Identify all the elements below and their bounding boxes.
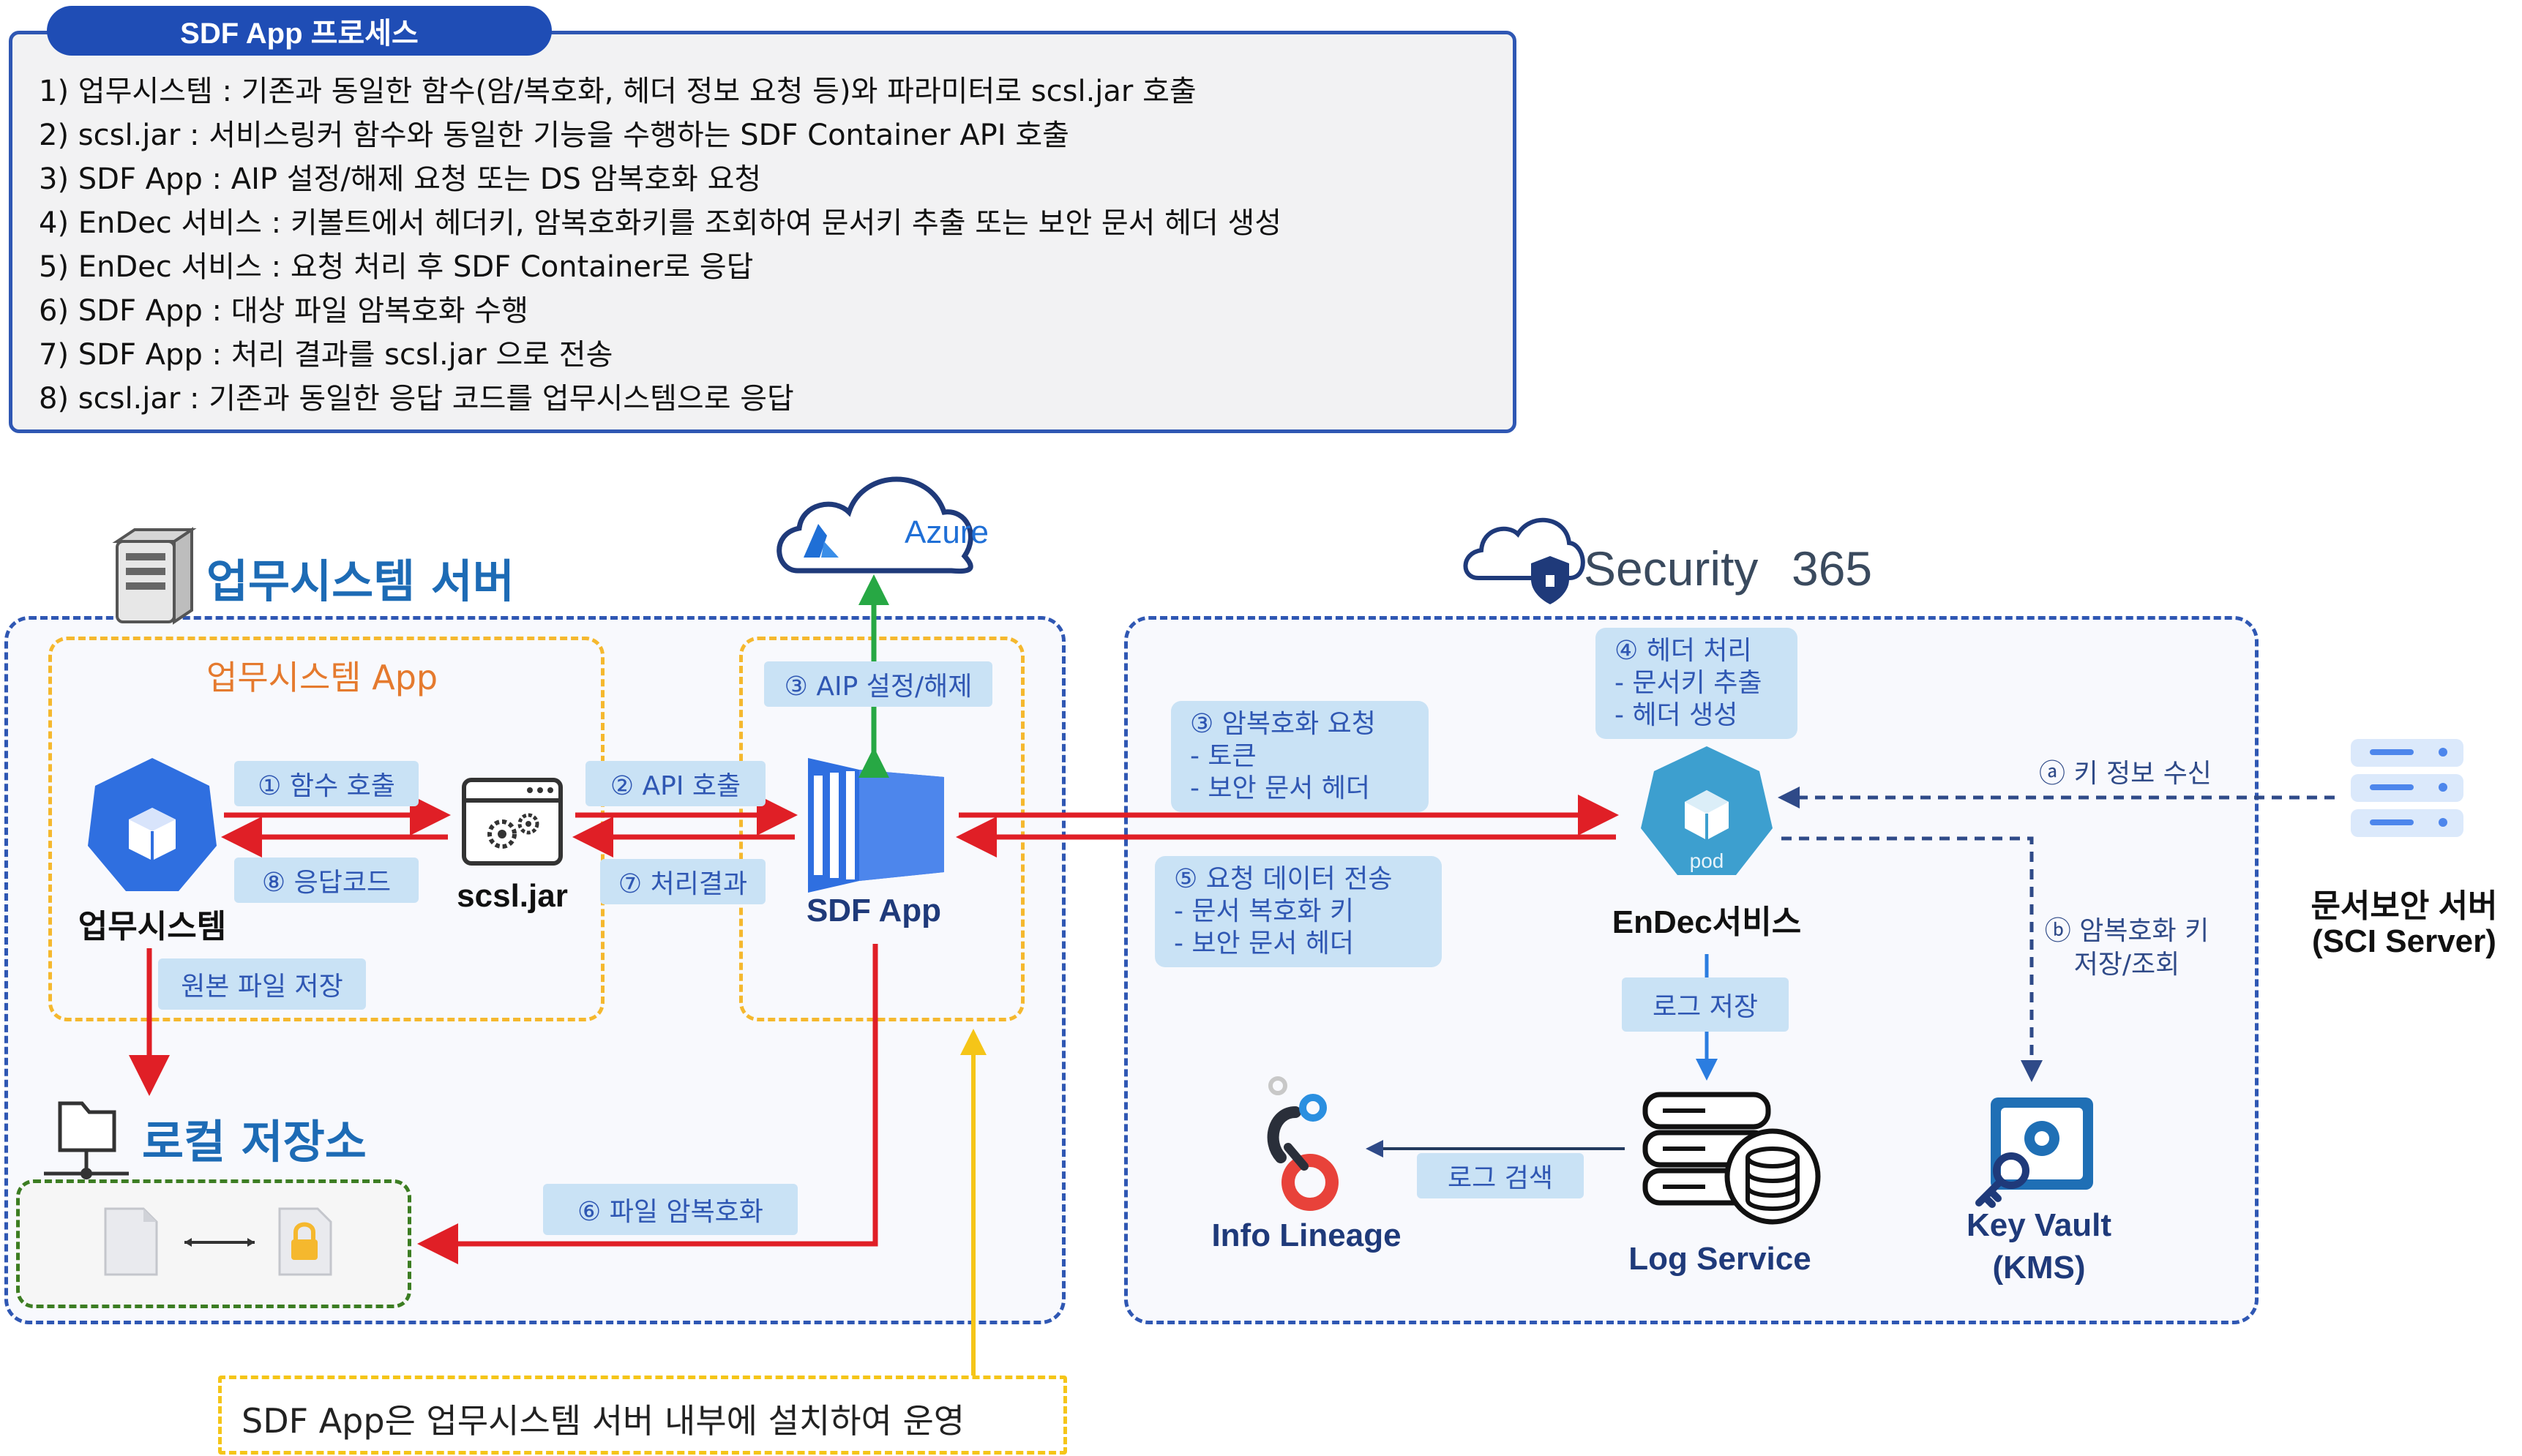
folder-network-icon [44, 1101, 129, 1179]
file-link-icon [184, 1238, 255, 1247]
doc-security-server-icon [2351, 739, 2463, 837]
label-resp-data: ⑤ 요청 데이터 전송 - 문서 복호화 키 - 보안 문서 헤더 [1155, 856, 1442, 967]
label-aip: ③ AIP 설정/해제 [764, 661, 992, 707]
endec-caption: EnDec서비스 [1612, 904, 1802, 940]
label-resp-data-line: ⑤ 요청 데이터 전송 [1174, 864, 1393, 894]
label-key-store-line: 저장/조회 [2073, 950, 2180, 980]
sdf-app-container-icon [808, 758, 944, 893]
process-step: 1) 업무시스템 : 기존과 동일한 함수(암/복호화, 헤더 정보 요청 등)… [39, 75, 1197, 108]
label-header-proc-line: - 문서키 추출 [1614, 668, 1762, 698]
label-log-search: 로그 검색 [1417, 1153, 1584, 1198]
label-enc-req-line: - 보안 문서 헤더 [1190, 773, 1371, 803]
azure-label: Azure [905, 514, 989, 550]
security365-number: 365 [1792, 541, 1872, 596]
arrow-key-store [1781, 836, 2043, 1082]
endec-pod-icon [1641, 746, 1773, 875]
process-step: 7) SDF App : 처리 결과를 scsl.jar 으로 전송 [39, 338, 613, 372]
label-resp-code: ⑧ 응답코드 [234, 858, 419, 903]
process-step: 3) SDF App : AIP 설정/해제 요청 또는 DS 암복호화 요청 [39, 162, 762, 196]
scsl-jar-caption: scsl.jar [457, 878, 568, 914]
label-header-proc-line: - 헤더 생성 [1614, 700, 1738, 730]
note-text: SDF App은 업무시스템 서버 내부에 설치하여 운영 [242, 1401, 965, 1441]
biz-system-hexagon-icon [88, 758, 217, 891]
key-vault-subcaption: (KMS) [1992, 1250, 2086, 1286]
biz-server-title: 업무시스템 서버 [206, 555, 514, 608]
process-steps: 1) 업무시스템 : 기존과 동일한 함수(암/복호화, 헤더 정보 요청 등)… [39, 70, 1281, 421]
log-service-caption: Log Service [1628, 1241, 1811, 1277]
security365-cloud-icon [1463, 517, 1585, 604]
biz-app-title: 업무시스템 App [206, 658, 438, 697]
locked-file-icon [278, 1207, 332, 1276]
label-orig-save: 원본 파일 저장 [158, 958, 366, 1010]
scsl-jar-window-icon [462, 778, 563, 866]
server-icon [112, 527, 197, 625]
biz-system-caption: 업무시스템 [78, 909, 227, 945]
process-step: 2) scsl.jar : 서비스링커 함수와 동일한 기능을 수행하는 SDF… [39, 119, 1069, 152]
info-lineage-icon [1267, 1076, 1339, 1211]
pod-label: pod [1690, 849, 1724, 872]
label-func-call: ① 함수 호출 [234, 761, 419, 806]
label-key-store: ⓑ 암복호화 키 저장/조회 [2039, 915, 2215, 982]
label-file-crypto: ⑥ 파일 암복호화 [543, 1184, 798, 1235]
doc-server-caption: 문서보안 서버 [2310, 888, 2498, 924]
label-resp-data-line: - 보안 문서 헤더 [1174, 928, 1355, 958]
local-storage-title: 로컬 저장소 [142, 1115, 367, 1168]
process-step: 8) scsl.jar : 기존과 동일한 응답 코드를 업무시스템으로 응답 [39, 382, 794, 416]
process-step: 5) EnDec 서비스 : 요청 처리 후 SDF Container로 응답 [39, 250, 754, 284]
process-title: SDF App 프로세스 [47, 6, 552, 56]
arrow-file-crypto [417, 944, 878, 1264]
label-enc-req-line: - 토큰 [1190, 741, 1257, 771]
note-box [218, 1376, 1067, 1455]
log-service-icon [1642, 1092, 1821, 1225]
key-vault-icon [1975, 1097, 2093, 1208]
security365-label: Security [1584, 541, 1758, 596]
azure-cloud-icon [777, 476, 973, 574]
process-step: 4) EnDec 서비스 : 키볼트에서 헤더키, 암복호화키를 조회하여 문서… [39, 206, 1282, 240]
label-header-proc: ④ 헤더 처리 - 문서키 추출 - 헤더 생성 [1595, 628, 1797, 739]
label-log-save: 로그 저장 [1622, 977, 1789, 1032]
process-box: 1) 업무시스템 : 기존과 동일한 함수(암/복호화, 헤더 정보 요청 등)… [9, 31, 1516, 433]
key-vault-caption: Key Vault [1966, 1207, 2112, 1243]
label-enc-req-line: ③ 암복호화 요청 [1190, 709, 1376, 739]
file-icon [104, 1207, 158, 1276]
label-key-store-line: ⓑ 암복호화 키 [2044, 916, 2209, 946]
label-header-proc-line: ④ 헤더 처리 [1614, 636, 1752, 666]
info-lineage-caption: Info Lineage [1211, 1217, 1402, 1253]
doc-server-subcaption: (SCI Server) [2312, 923, 2496, 959]
label-key-recv: ⓐ 키 정보 수신 [2039, 759, 2212, 789]
label-enc-req: ③ 암복호화 요청 - 토큰 - 보안 문서 헤더 [1171, 701, 1429, 812]
label-api-call: ② API 호출 [585, 761, 766, 806]
sdf-app-caption: SDF App [806, 893, 942, 928]
process-step: 6) SDF App : 대상 파일 암복호화 수행 [39, 294, 528, 328]
label-resp-data-line: - 문서 복호화 키 [1174, 896, 1355, 926]
label-result: ⑦ 처리결과 [600, 859, 766, 904]
